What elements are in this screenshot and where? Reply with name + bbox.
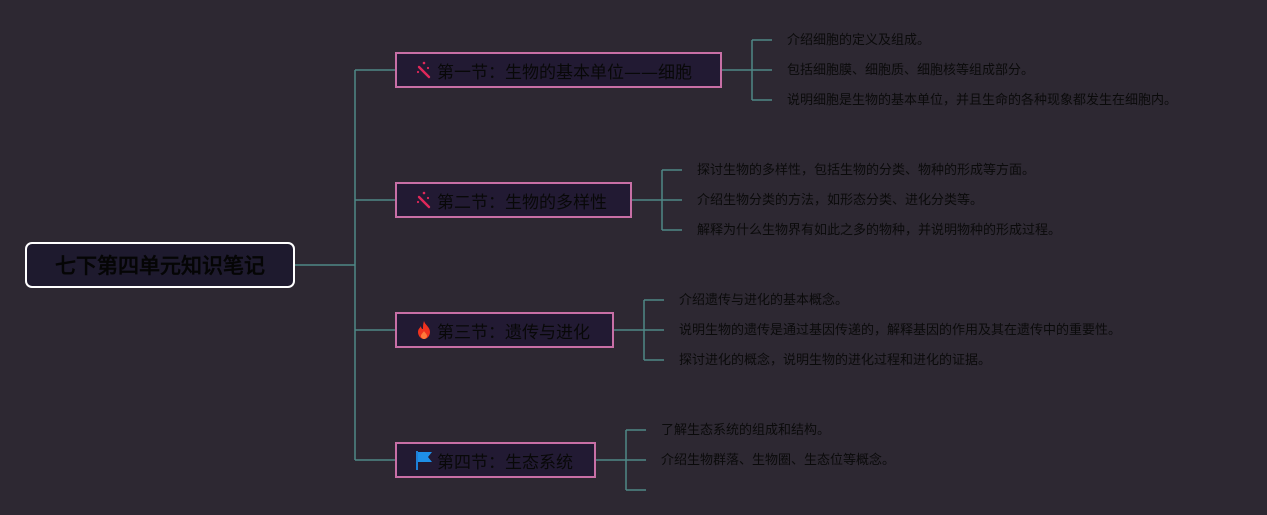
section-topic-3[interactable]: 第三节：遗传与进化 (395, 312, 614, 348)
section-4-bracket (596, 429, 646, 491)
magic-wand-icon (416, 61, 431, 79)
section-title: 第二节：生物的多样性 (437, 192, 607, 213)
section-1-point-3: 说明细胞是生物的基本单位，并且生命的各种现象都发生在细胞内。 (787, 93, 1178, 108)
section-1-point-1: 介绍细胞的定义及组成。 (787, 33, 931, 48)
section-1-bracket (722, 39, 772, 101)
section-title: 第一节：生物的基本单位——细胞 (437, 62, 692, 83)
flag-icon (416, 451, 432, 470)
section-3-bracket (614, 299, 664, 361)
section-4-point-2: 介绍生物群落、生物圈、生态位等概念。 (661, 453, 896, 468)
section-3-point-1: 介绍遗传与进化的基本概念。 (679, 293, 849, 308)
section-1-point-2: 包括细胞膜、细胞质、细胞核等组成部分。 (787, 63, 1035, 78)
section-title: 第三节：遗传与进化 (437, 322, 590, 343)
section-topic-4[interactable]: 第四节：生态系统 (395, 442, 596, 478)
fire-icon (418, 321, 430, 339)
magic-wand-icon (416, 191, 431, 209)
section-2-bracket (632, 169, 682, 231)
section-title: 第四节：生态系统 (437, 452, 573, 473)
section-3-point-2: 说明生物的遗传是通过基因传递的，解释基因的作用及其在遗传中的重要性。 (679, 323, 1122, 338)
root-title: 七下第四单元知识笔记 (55, 254, 265, 278)
section-2-point-3: 解释为什么生物界有如此之多的物种，并说明物种的形成过程。 (697, 223, 1062, 238)
section-topic-2[interactable]: 第二节：生物的多样性 (395, 182, 632, 218)
root-topic[interactable]: 七下第四单元知识笔记 (25, 242, 295, 288)
section-2-point-1: 探讨生物的多样性，包括生物的分类、物种的形成等方面。 (697, 163, 1036, 178)
section-4-point-1: 了解生态系统的组成和结构。 (661, 423, 831, 438)
section-3-point-3: 探讨进化的概念，说明生物的进化过程和进化的证据。 (679, 353, 992, 368)
section-topic-1[interactable]: 第一节：生物的基本单位——细胞 (395, 52, 722, 88)
section-2-point-2: 介绍生物分类的方法，如形态分类、进化分类等。 (697, 193, 984, 208)
